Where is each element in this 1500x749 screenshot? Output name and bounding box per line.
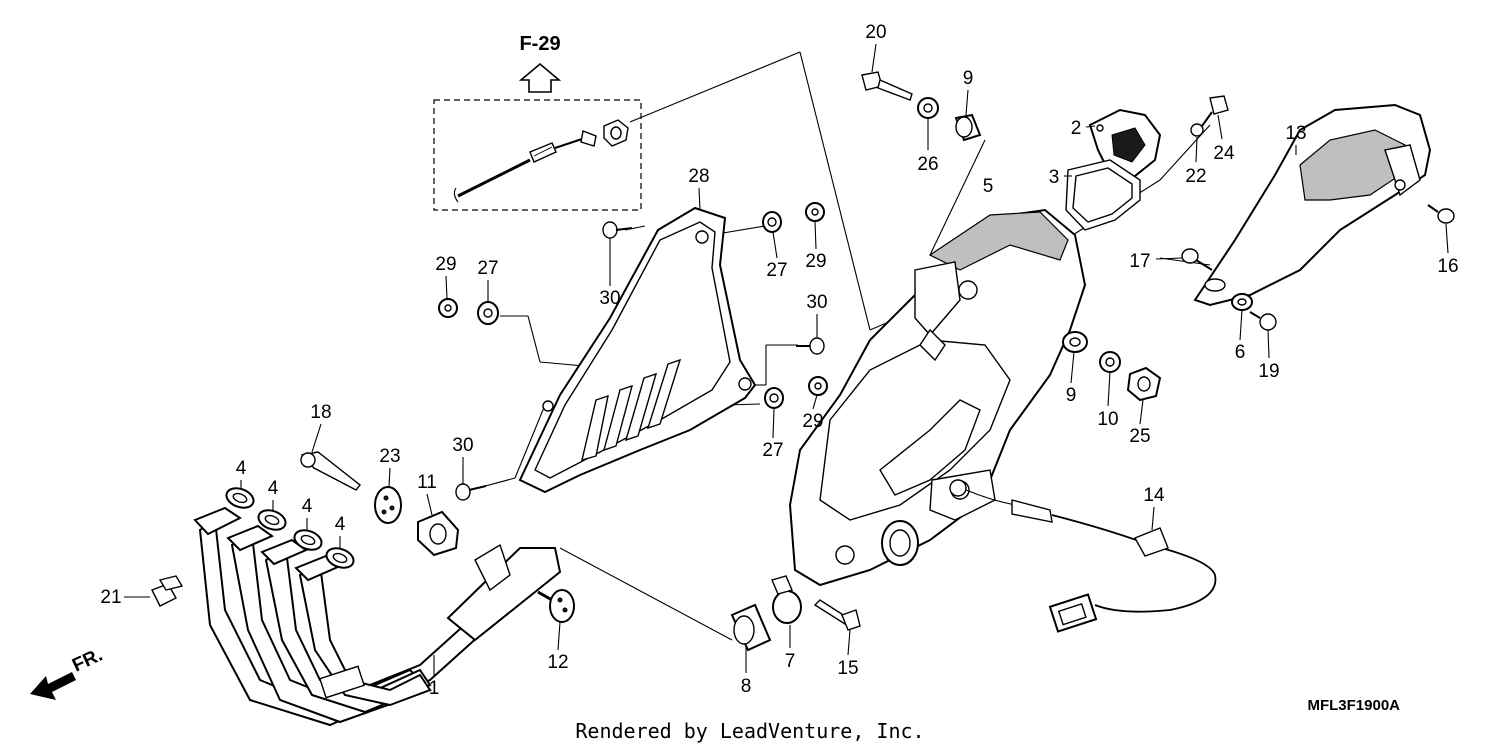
callout-label[interactable]: 21 [100,587,121,608]
callout-label[interactable]: 8 [741,676,752,697]
callout-label[interactable]: 29 [435,254,456,275]
callout-label[interactable]: 30 [452,435,473,456]
callout-label[interactable]: 14 [1143,485,1165,506]
bolt[interactable] [813,599,861,631]
nut[interactable] [1126,366,1162,402]
muffler-cover[interactable] [1193,103,1432,307]
screw[interactable] [796,337,825,355]
callout-label[interactable]: 4 [268,478,279,499]
collar[interactable] [805,202,825,222]
rubber-grommet[interactable] [954,113,982,142]
callout-label[interactable]: 26 [917,154,938,175]
screw[interactable] [455,483,487,501]
diagram-code: MFL3F1900A [1307,697,1400,714]
gasket[interactable] [1065,159,1141,231]
callout-label[interactable]: 22 [1185,166,1206,187]
bolt[interactable] [861,71,913,101]
joint-collar[interactable] [730,603,772,652]
callout-label[interactable]: 12 [547,652,568,673]
callout-label[interactable]: 4 [236,458,247,479]
rubber-mount[interactable] [417,510,460,557]
reference-label: F-29 [519,33,560,55]
callout-label[interactable]: 18 [310,402,331,423]
callout-label[interactable]: 30 [806,292,827,313]
callout-label[interactable]: 30 [599,288,620,309]
callout-label[interactable]: 28 [688,166,709,187]
callout-label[interactable]: 7 [785,651,796,672]
bolt[interactable] [1201,95,1229,127]
callout-label[interactable]: 17 [1129,251,1150,272]
damper-plate[interactable] [537,589,575,623]
o2-sensor[interactable] [949,479,1217,633]
grommet[interactable] [764,387,784,409]
callout-label[interactable]: 24 [1213,143,1235,164]
front-arrow-icon [30,672,76,700]
callout-label[interactable]: 6 [1235,342,1246,363]
callout-label[interactable]: 3 [1049,167,1060,188]
collar[interactable] [438,298,458,318]
reference-box [433,99,642,211]
callout-label[interactable]: 19 [1258,361,1279,382]
front-direction-label: FR. [69,645,106,677]
callout-label[interactable]: 23 [379,446,400,467]
callout-label[interactable]: 27 [762,440,783,461]
callout-label[interactable]: 15 [837,658,858,679]
callout-label[interactable]: 20 [865,22,886,43]
callout-label[interactable]: 13 [1285,123,1306,144]
grommet[interactable] [477,301,499,325]
callout-label[interactable]: 29 [802,411,823,432]
gasket-set[interactable] [224,485,356,571]
exhaust-pipe[interactable] [193,506,562,727]
callout-label[interactable]: 10 [1097,409,1118,430]
callout-label[interactable]: 1 [429,678,440,699]
damper-plate[interactable] [374,486,402,524]
reference-section[interactable]: F-29 [433,33,642,211]
up-arrow-icon [518,62,562,93]
muffler-outlet [881,520,919,566]
cable-assembly [453,119,629,203]
callout-labels: 1 2 3 4 4 4 4 5 6 7 8 9 9 10 11 12 13 14… [100,22,1458,699]
rubber-grommet[interactable] [1231,293,1253,311]
stud-bolt[interactable] [300,451,361,491]
callout-label[interactable]: 16 [1437,256,1458,277]
callout-label[interactable]: 27 [766,260,787,281]
callout-label[interactable]: 4 [302,496,313,517]
callout-label[interactable]: 25 [1129,426,1150,447]
muffler[interactable] [788,208,1087,587]
heat-protector[interactable] [518,206,757,494]
washer[interactable] [1190,123,1204,137]
bolt[interactable] [151,575,184,607]
collar[interactable] [1249,311,1277,331]
callout-label[interactable]: 11 [417,472,437,493]
footer-credit: Rendered by LeadVenture, Inc. [575,719,924,743]
rubber-grommet[interactable] [1062,331,1088,353]
heat-protector-vents [581,358,682,462]
callout-label[interactable]: 4 [335,514,346,535]
washer[interactable] [917,97,939,119]
band-clamp[interactable] [771,575,802,624]
callout-label[interactable]: 9 [963,68,974,89]
grommet[interactable] [762,211,782,233]
label-leaders [124,43,1449,676]
screw[interactable] [1181,248,1213,271]
callout-label[interactable]: 9 [1066,385,1077,406]
screw[interactable] [1427,204,1455,224]
collar[interactable] [1099,351,1121,373]
front-direction-indicator: FR. [30,645,106,700]
callout-label[interactable]: 27 [477,258,498,279]
collar[interactable] [808,376,828,396]
callout-label[interactable]: 5 [983,176,994,197]
callout-label[interactable]: 29 [805,251,826,272]
callout-label[interactable]: 2 [1071,118,1082,139]
